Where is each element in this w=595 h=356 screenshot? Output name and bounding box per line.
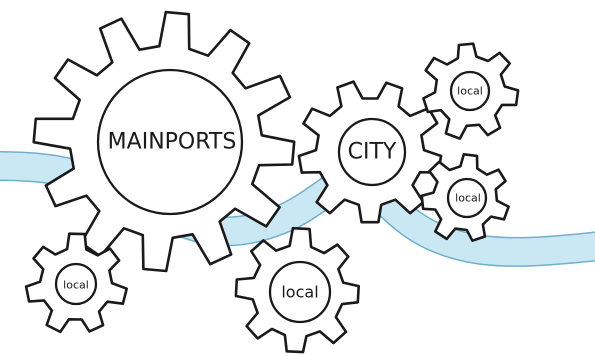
- gear-mainports: MAINPORTS: [32, 10, 296, 273]
- gear-local-mid-right: local: [420, 153, 510, 242]
- gear-mainports-label: MAINPORTS: [108, 130, 237, 155]
- gear-local-bottom-center-hub: [268, 260, 332, 324]
- gear-city-hub: [337, 117, 407, 187]
- gear-local-bottom-left-label: local: [63, 279, 89, 292]
- gear-local-top-right: local: [422, 42, 520, 140]
- gear-local-mid-right-label: local: [455, 192, 481, 205]
- gear-city-label: CITY: [348, 140, 397, 165]
- gear-local-top-right-hub: [449, 70, 491, 112]
- gear-city: CITY: [297, 80, 443, 224]
- gear-local-mid-right-hub: [446, 177, 488, 219]
- gear-local-bottom-left-hub: [54, 262, 98, 306]
- gear-local-bottom-center: local: [234, 226, 360, 354]
- gear-local-bottom-center-label: local: [281, 283, 318, 302]
- gear-local-top-right-label: local: [457, 85, 483, 98]
- gear-mainports-hub: [96, 68, 244, 216]
- gear-local-bottom-left: local: [24, 232, 128, 334]
